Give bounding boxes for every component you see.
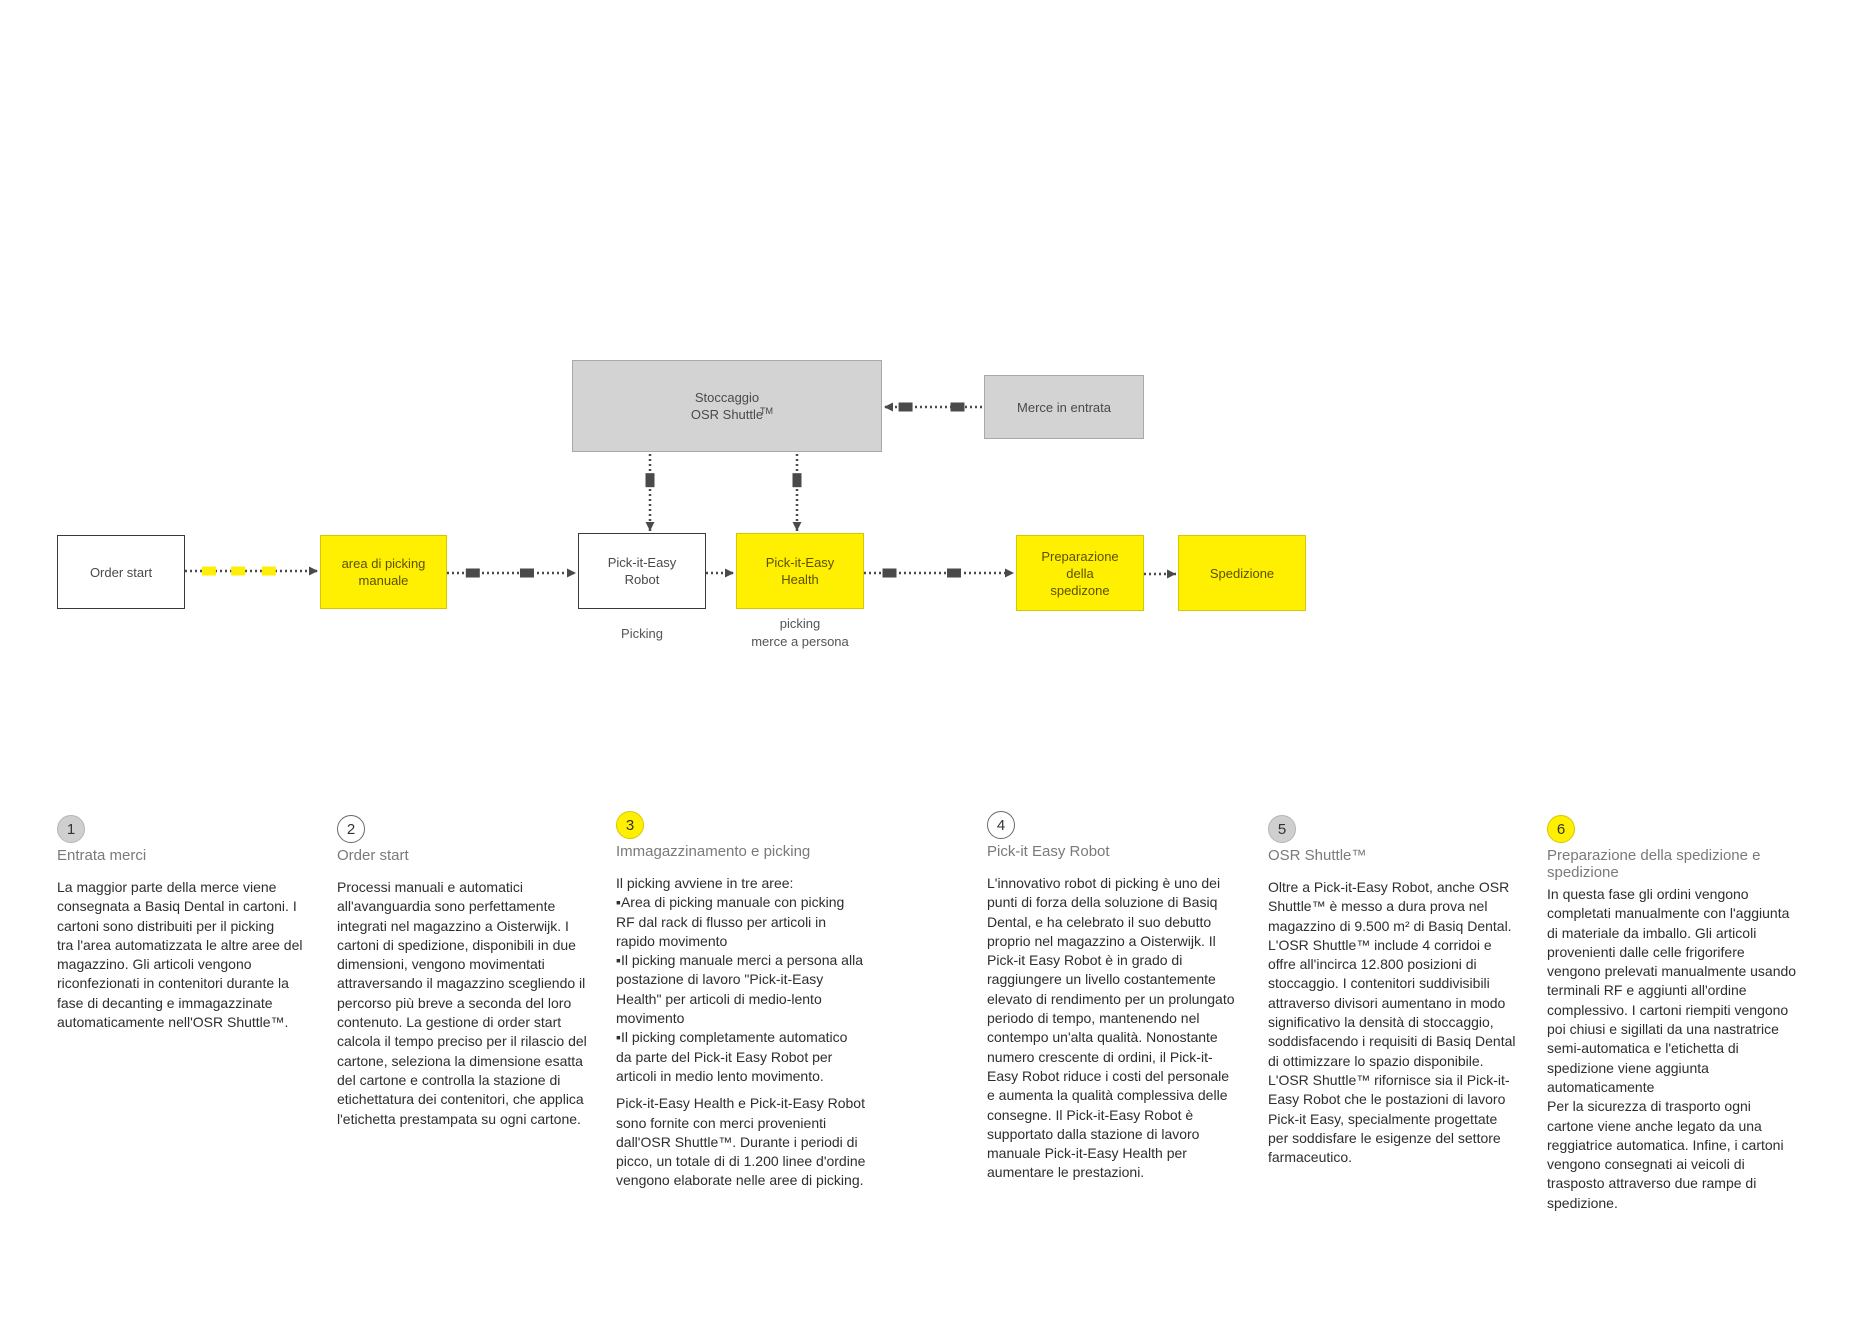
step-number-badge: 4 <box>987 811 1015 839</box>
trademark-mark: TM <box>760 406 773 416</box>
connector-order-to-manual-marker <box>231 566 246 576</box>
step-paragraph: Il picking avviene in tre aree: ▪Area di… <box>616 875 863 1084</box>
step-column-6: 6 Preparazione della spedizione e spediz… <box>1547 815 1797 1213</box>
step-title: OSR Shuttle™ <box>1268 847 1367 864</box>
step-description: Il picking avviene in tre aree: ▪Area di… <box>616 874 866 1191</box>
box-pick-it-easy-health: Pick-it-Easy Health <box>736 533 864 609</box>
connector-storage-to-health-marker <box>792 473 802 488</box>
connector-storage-to-robot-marker <box>645 473 655 488</box>
step-number-badge: 2 <box>337 815 365 843</box>
step-number-badge: 3 <box>616 811 644 839</box>
box-shipping-preparation: Preparazione della spedizone <box>1016 535 1144 611</box>
connector-incoming-to-storage-marker <box>950 402 965 412</box>
box-osr-shuttle-storage: Stoccaggio OSR Shuttle <box>572 360 882 452</box>
box-manual-picking-area: area di picking manuale <box>320 535 447 609</box>
caption-goods-to-person-picking: picking merce a persona <box>751 616 849 649</box>
connector-manual-to-robot-marker <box>519 568 534 578</box>
step-description: Processi manuali e automatici all'avangu… <box>337 878 587 1129</box>
step-title: Immagazzinamento e picking <box>616 843 811 860</box>
connector-prep-to-shipping-arrowhead <box>1167 569 1176 579</box>
box-order-start: Order start <box>57 535 185 609</box>
connector-manual-to-robot-arrowhead <box>567 568 576 578</box>
step-number-badge: 5 <box>1268 815 1296 843</box>
step-column-1: 1 Entrata merci La maggior parte della m… <box>57 815 307 1032</box>
step-paragraph: In questa fase gli ordini vengono comple… <box>1547 886 1797 1211</box>
step-title: Preparazione della spedizione e spedizio… <box>1547 847 1761 881</box>
connector-order-to-manual-marker <box>201 566 216 576</box>
step-column-4: 4 Pick-it Easy Robot L'innovativo robot … <box>987 811 1237 1183</box>
step-number-badge: 6 <box>1547 815 1575 843</box>
step-paragraph: Processi manuali e automatici all'avangu… <box>337 879 587 1127</box>
step-column-2: 2 Order start Processi manuali e automat… <box>337 815 587 1129</box>
connector-health-to-prep-marker <box>882 568 897 578</box>
caption-picking: Picking <box>621 626 663 641</box>
box-incoming-goods: Merce in entrata <box>984 375 1144 439</box>
box-shipping: Spedizione <box>1178 535 1306 611</box>
connector-order-to-manual-arrowhead <box>309 566 318 576</box>
connector-robot-to-health-arrowhead <box>725 568 734 578</box>
connector-order-to-manual-marker <box>261 566 276 576</box>
step-description: L'innovativo robot di picking è uno dei … <box>987 874 1237 1183</box>
step-description: Oltre a Pick-it-Easy Robot, anche OSR Sh… <box>1268 878 1518 1167</box>
step-description: In questa fase gli ordini vengono comple… <box>1547 885 1797 1213</box>
connector-incoming-to-storage-arrowhead <box>884 402 893 412</box>
step-title: Order start <box>337 847 409 864</box>
connector-manual-to-robot-marker <box>465 568 480 578</box>
step-title: Entrata merci <box>57 847 147 864</box>
step-title: Pick-it Easy Robot <box>987 843 1110 860</box>
step-paragraph: L'innovativo robot di picking è uno dei … <box>987 875 1235 1181</box>
step-column-5: 5 OSR Shuttle™ Oltre a Pick-it-Easy Robo… <box>1268 815 1518 1167</box>
step-column-3: 3 Immagazzinamento e picking Il picking … <box>616 811 866 1191</box>
step-paragraph: Oltre a Pick-it-Easy Robot, anche OSR Sh… <box>1268 879 1516 1166</box>
connector-storage-to-robot-arrowhead <box>645 522 655 531</box>
step-paragraph: Pick-it-Easy Health e Pick-it-Easy Robot… <box>616 1095 866 1189</box>
connector-health-to-prep-marker <box>947 568 961 578</box>
box-pick-it-easy-robot: Pick-it-Easy Robot <box>578 533 706 609</box>
step-number-badge: 1 <box>57 815 85 843</box>
connector-health-to-prep-arrowhead <box>1005 568 1014 578</box>
connector-incoming-to-storage-marker <box>898 402 913 412</box>
step-paragraph: La maggior parte della merce viene conse… <box>57 879 303 1031</box>
connector-storage-to-health-arrowhead <box>792 522 802 531</box>
step-description: La maggior parte della merce viene conse… <box>57 878 307 1032</box>
